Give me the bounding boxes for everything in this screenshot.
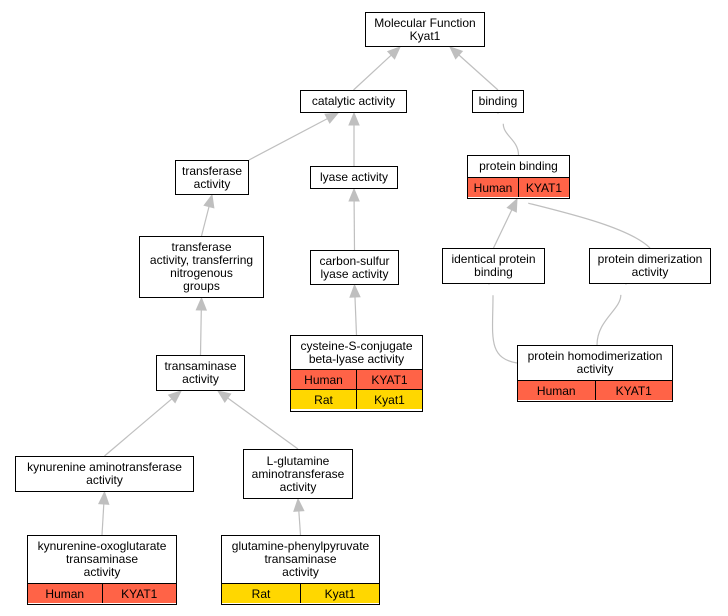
edge-kynurenine-at-to-transaminase: [104, 398, 173, 457]
annotation-row-rat: Rat Kyat1: [291, 389, 422, 409]
go-term-label: protein homodimerization activity: [527, 349, 663, 376]
arrowhead-transaminase-to-transferase-nitro: [195, 296, 208, 311]
go-term-protein-dimerization[interactable]: protein dimerization activity: [589, 248, 711, 284]
gene-cell[interactable]: KYAT1: [356, 370, 422, 389]
go-term-kynurenine-at[interactable]: kynurenine aminotransferase activity: [15, 456, 194, 492]
go-term-identical-binding[interactable]: identical protein binding: [442, 248, 545, 284]
edge-transferase-nitro-to-transferase: [200, 206, 210, 237]
go-term-label: L-glutamine aminotransferase activity: [251, 453, 345, 494]
species-cell: Rat: [251, 586, 271, 601]
go-term-label: transferase activity: [181, 163, 243, 191]
arrowhead-catalytic-to-root: [386, 46, 401, 60]
go-term-transferase-nitro[interactable]: transferase activity, transferring nitro…: [139, 236, 264, 298]
edge-transferase-to-catalytic: [248, 118, 328, 161]
arrowhead-carbon-sulfur-to-lyase: [348, 187, 360, 202]
go-term-label: binding: [478, 94, 518, 108]
species-cell: Human: [473, 180, 513, 195]
go-term-root[interactable]: Molecular Function Kyat1: [365, 12, 485, 47]
go-term-label: Molecular Function Kyat1: [374, 15, 476, 43]
go-term-label: protein binding: [479, 159, 558, 173]
go-term-transaminase[interactable]: transaminase activity: [156, 355, 245, 391]
arrowhead-kynurenine-oxo-to-kynurenine-at: [98, 490, 110, 505]
arrowhead-kynurenine-at-to-transaminase: [167, 390, 182, 404]
gene-cell[interactable]: KYAT1: [594, 381, 673, 400]
annotation-row-rat: Rat Kyat1: [222, 583, 379, 603]
arrowhead-binding-to-root: [449, 46, 464, 60]
go-term-label: carbon-sulfur lyase activity: [319, 253, 390, 281]
annotation-row-human: Human KYAT1: [291, 369, 422, 389]
species-cell: Human: [536, 383, 576, 398]
edge-kynurenine-oxo-to-kynurenine-at: [101, 503, 105, 536]
gene-cell[interactable]: Kyat1: [356, 390, 422, 409]
annotation-row-human: Human KYAT1: [468, 177, 569, 197]
gene-cell[interactable]: KYAT1: [101, 584, 177, 603]
edge-cysteine-to-carbon-sulfur: [354, 296, 358, 336]
edge-lglutamine-at-to-transaminase: [227, 397, 299, 450]
arrowhead-identical-binding-to-protein-binding: [506, 197, 518, 213]
go-term-catalytic[interactable]: catalytic activity: [300, 90, 407, 113]
go-term-lyase[interactable]: lyase activity: [310, 166, 398, 189]
go-term-label: protein dimerization activity: [597, 252, 703, 279]
edge-protein-dimerization-to-protein-binding: [528, 202, 651, 249]
edge-protein-binding-to-binding: [502, 123, 520, 156]
go-term-kynurenine-oxo[interactable]: kynurenine-oxoglutarate transaminase act…: [27, 535, 177, 605]
edge-identical-binding-to-protein-binding: [492, 209, 513, 249]
edge-catalytic-to-root: [353, 54, 392, 91]
species-cell: Human: [45, 586, 85, 601]
arrowhead-transferase-to-catalytic: [324, 112, 340, 124]
go-term-label: glutamine-phenylpyruvate transaminase ac…: [231, 539, 370, 579]
go-term-label: transferase activity, transferring nitro…: [149, 240, 254, 293]
go-term-label: kynurenine aminotransferase activity: [27, 460, 182, 487]
go-term-carbon-sulfur[interactable]: carbon-sulfur lyase activity: [310, 250, 399, 285]
edge-binding-to-root: [458, 54, 499, 91]
edge-homodimerization-to-identical-binding: [491, 295, 518, 364]
gene-cell[interactable]: KYAT1: [518, 178, 569, 197]
go-term-label: cysteine-S-conjugate beta-lyase activity: [300, 338, 413, 366]
go-term-label: lyase activity: [319, 170, 389, 184]
annotation-row-human: Human KYAT1: [518, 380, 672, 400]
arrowhead-glutamine-phenyl-to-lglutamine-at: [293, 497, 305, 512]
go-term-label: identical protein binding: [451, 252, 536, 279]
arrowhead-lglutamine-at-to-transaminase: [216, 390, 232, 403]
arrowhead-cysteine-to-carbon-sulfur: [349, 283, 361, 298]
go-term-cysteine[interactable]: cysteine-S-conjugate beta-lyase activity…: [290, 335, 423, 412]
annotation-row-human: Human KYAT1: [28, 583, 176, 603]
edge-glutamine-phenyl-to-lglutamine-at: [298, 510, 302, 536]
go-term-label: transaminase activity: [164, 359, 237, 386]
go-term-binding[interactable]: binding: [472, 90, 524, 113]
edge-transaminase-to-transferase-nitro: [199, 309, 202, 356]
go-term-glutamine-phenyl[interactable]: glutamine-phenylpyruvate transaminase ac…: [221, 535, 380, 605]
go-term-lglutamine-at[interactable]: L-glutamine aminotransferase activity: [243, 449, 353, 499]
species-cell: Human: [304, 372, 343, 387]
species-cell: Rat: [314, 392, 333, 407]
go-term-label: kynurenine-oxoglutarate transaminase act…: [37, 539, 167, 579]
gene-cell[interactable]: Kyat1: [300, 584, 379, 603]
go-term-transferase[interactable]: transferase activity: [175, 160, 249, 195]
arrowhead-transferase-nitro-to-transferase: [203, 193, 215, 209]
go-term-label: catalytic activity: [311, 94, 396, 108]
edge-homodimerization-to-protein-dimerization: [596, 294, 622, 346]
arrowhead-lyase-to-catalytic: [348, 111, 360, 126]
